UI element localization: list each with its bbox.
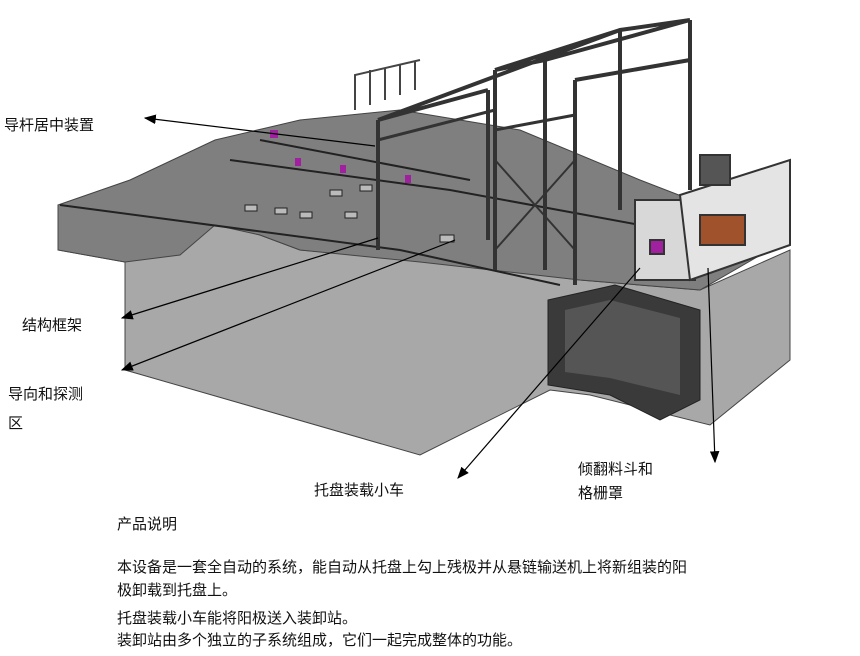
callout-hopper-line1: 倾翻料斗和 [578, 460, 654, 478]
arrow-guide-zone-1 [120, 239, 456, 371]
structural-frame [376, 18, 692, 285]
arrow-hopper [707, 267, 720, 464]
callout-hopper-line2: 格栅罩 [578, 484, 624, 502]
callout-guide-zone-line2: 区 [8, 414, 24, 432]
description-para2: 托盘装载小车能将阳极送入装卸站。 [117, 609, 358, 627]
arrow-pallet-cart [457, 267, 641, 479]
callout-guide-zone-line1: 导向和探测 [8, 385, 84, 403]
callout-pallet-cart: 托盘装载小车 [314, 481, 405, 499]
description-para3: 装卸站由多个独立的子系统组成，它们一起完成整体的功能。 [117, 631, 523, 649]
callout-structural-frame: 结构框架 [22, 316, 83, 334]
equipment-illustration [57, 18, 792, 479]
arrow-frame [120, 237, 379, 320]
description-para1-line1: 本设备是一套全自动的系统，能自动从托盘上勾上残极并从悬链输送机上将新组装的阳 [117, 558, 688, 576]
tipping-hopper [634, 154, 791, 282]
arrow-guide-rod [143, 114, 376, 147]
callout-guide-rod-centering: 导杆居中装置 [4, 116, 95, 134]
description-para1-line2: 极卸载到托盘上。 [117, 581, 238, 599]
description-title: 产品说明 [117, 515, 178, 533]
slab-top [57, 109, 792, 291]
